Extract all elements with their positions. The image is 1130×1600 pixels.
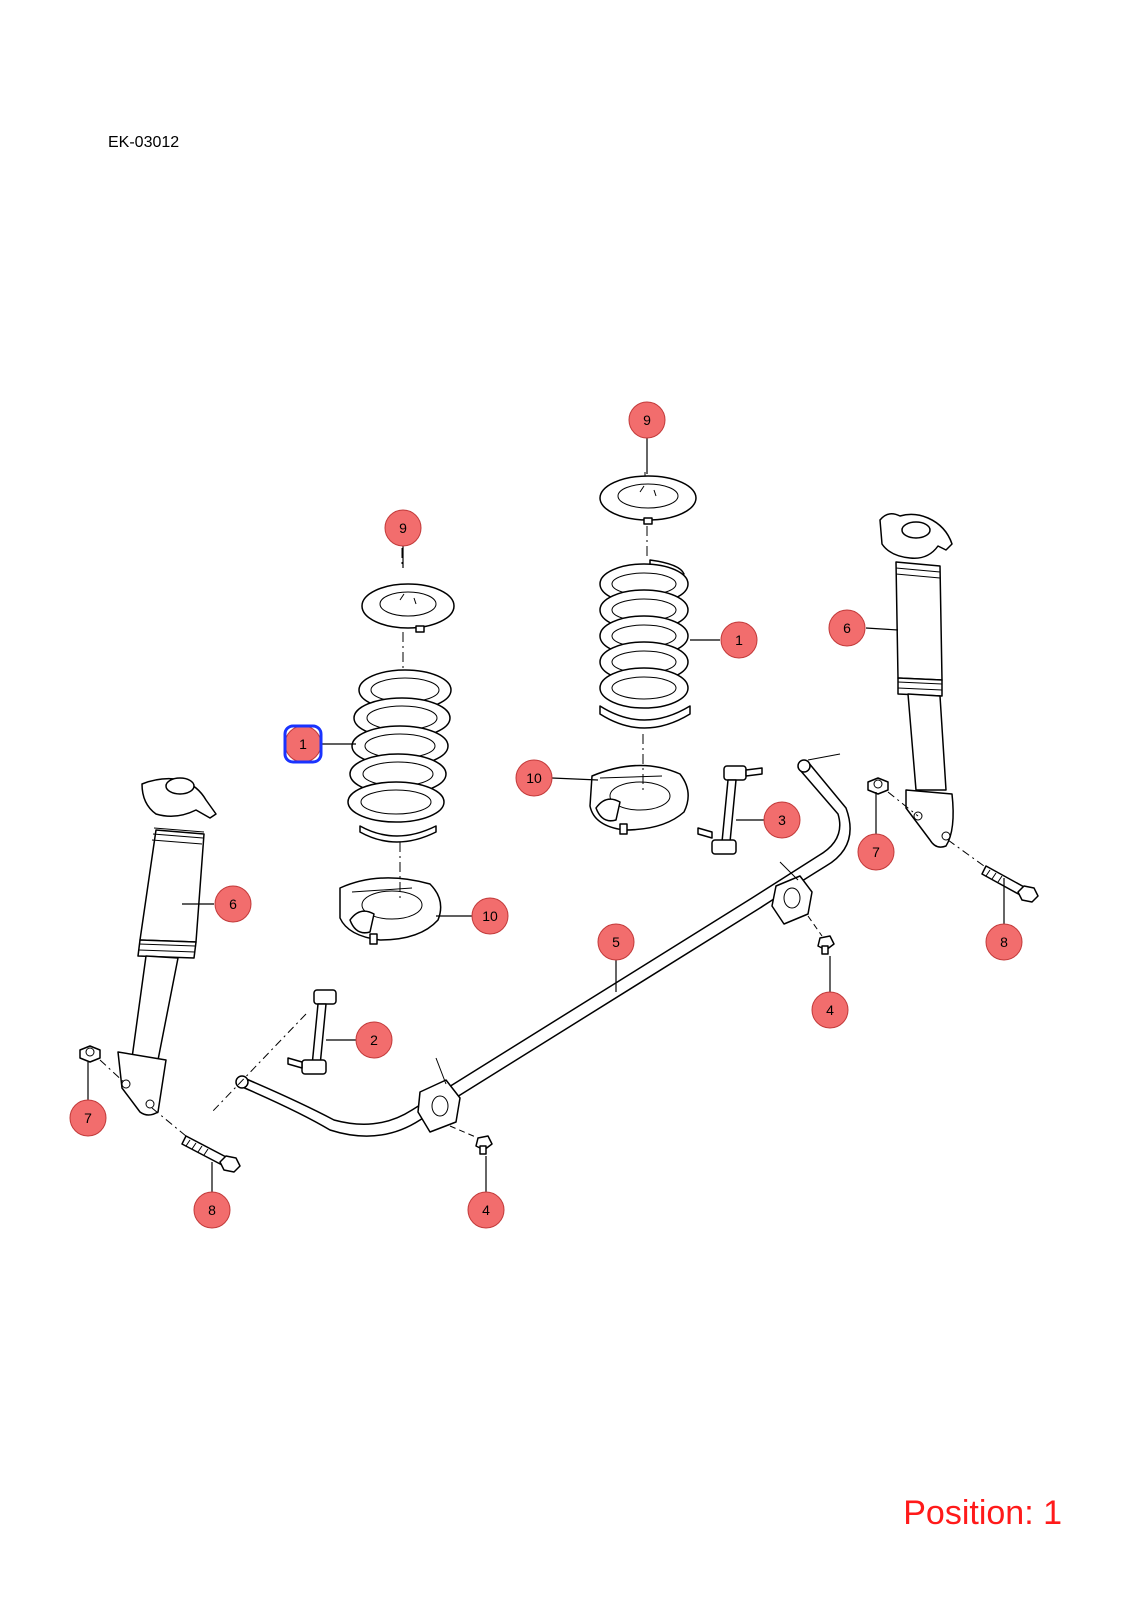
- callout-3[interactable]: 3: [763, 801, 801, 839]
- callout-6a[interactable]: 6: [214, 885, 252, 923]
- callout-10a[interactable]: 10: [515, 759, 553, 797]
- callout-10b[interactable]: 10: [471, 897, 509, 935]
- callout-4b[interactable]: 4: [811, 991, 849, 1029]
- link-rod-right[interactable]: [697, 753, 841, 855]
- spring-seat-center[interactable]: [599, 475, 697, 525]
- callout-circle[interactable]: [628, 401, 666, 439]
- bar-bracket-right[interactable]: [771, 861, 813, 925]
- callout-circle[interactable]: [828, 609, 866, 647]
- callout-5[interactable]: 5: [597, 923, 635, 961]
- callout-circle[interactable]: [284, 725, 322, 763]
- callout-circle[interactable]: [811, 991, 849, 1029]
- callout-circle[interactable]: [763, 801, 801, 839]
- bolt-right[interactable]: [981, 865, 1039, 903]
- callout-circle[interactable]: [857, 833, 895, 871]
- callout-circle[interactable]: [597, 923, 635, 961]
- callout-4a[interactable]: 4: [467, 1191, 505, 1229]
- callout-circle[interactable]: [214, 885, 252, 923]
- coil-spring-center[interactable]: [599, 559, 691, 729]
- nut-right[interactable]: [867, 777, 889, 795]
- callout-circle[interactable]: [985, 923, 1023, 961]
- callout-circle[interactable]: [384, 509, 422, 547]
- callout-1b[interactable]: 1: [720, 621, 758, 659]
- bar-bracket-left[interactable]: [417, 1057, 461, 1133]
- callout-circle[interactable]: [515, 759, 553, 797]
- callout-circle[interactable]: [355, 1021, 393, 1059]
- callout-circle[interactable]: [69, 1099, 107, 1137]
- callout-8b[interactable]: 8: [985, 923, 1023, 961]
- shock-absorber-right[interactable]: [879, 513, 954, 848]
- callout-9b[interactable]: 9: [628, 401, 666, 439]
- leader-lines: [87, 438, 1005, 1192]
- position-label: Position: 1: [903, 1494, 1062, 1532]
- callout-2[interactable]: 2: [355, 1021, 393, 1059]
- callout-6b[interactable]: 6: [828, 609, 866, 647]
- shock-absorber-left[interactable]: [117, 777, 217, 1116]
- callout-circle[interactable]: [467, 1191, 505, 1229]
- callout-1a[interactable]: 1: [283, 724, 323, 764]
- bracket-bolt-left[interactable]: [475, 1135, 493, 1155]
- callout-8a[interactable]: 8: [193, 1191, 231, 1229]
- callout-circle[interactable]: [720, 621, 758, 659]
- stabilizer-bar[interactable]: [235, 759, 851, 1137]
- callout-9a[interactable]: 9: [384, 509, 422, 547]
- nut-left[interactable]: [79, 1045, 101, 1063]
- selected-callout-highlight: [283, 724, 323, 764]
- callout-circle[interactable]: [471, 897, 509, 935]
- callout-7a[interactable]: 7: [857, 833, 895, 871]
- spring-seat-left[interactable]: [361, 583, 455, 633]
- bracket-bolt-right[interactable]: [817, 935, 835, 955]
- link-rod-left[interactable]: [211, 989, 337, 1113]
- coil-spring-left[interactable]: [347, 669, 452, 843]
- bolt-left[interactable]: [181, 1135, 241, 1173]
- callout-7b[interactable]: 7: [69, 1099, 107, 1137]
- lower-spring-seat-center[interactable]: [589, 764, 689, 835]
- lower-spring-seat-left[interactable]: [339, 877, 442, 945]
- diagram-code: EK-03012: [108, 134, 180, 151]
- callout-circle[interactable]: [193, 1191, 231, 1229]
